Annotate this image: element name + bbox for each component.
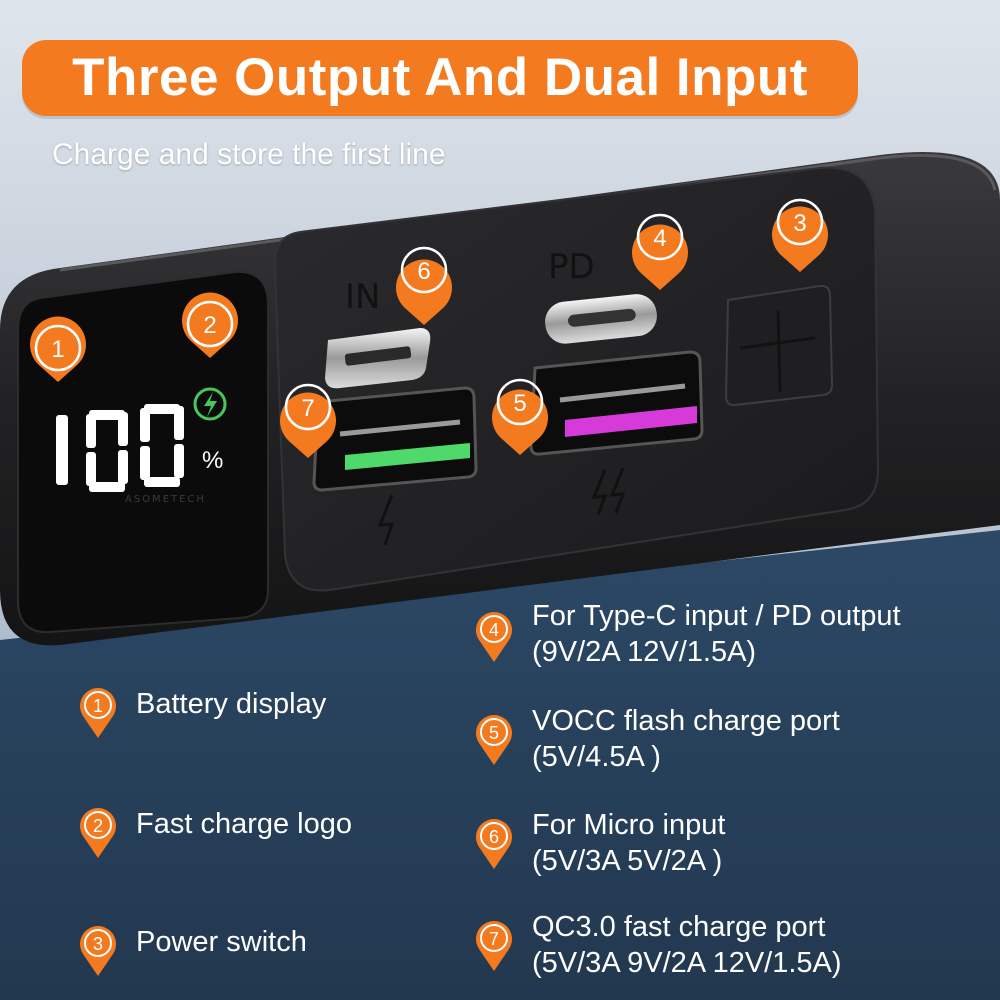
callout-pin-4 bbox=[632, 213, 688, 290]
callout-number-6: 6 bbox=[417, 258, 430, 285]
legend-pin-6-number: 6 bbox=[489, 827, 499, 847]
legend-pin-7-icon: 7 bbox=[476, 921, 512, 971]
usb-a-magenta-contacts bbox=[559, 383, 686, 403]
legend-label-7: QC3.0 fast charge port bbox=[532, 911, 826, 943]
legend-spec-6: (5V/3A 5V/2A ) bbox=[532, 845, 723, 877]
port-label-in: IN bbox=[345, 277, 380, 317]
callout-number-4: 4 bbox=[653, 225, 666, 252]
legend-label-4: For Type-C input / PD output bbox=[532, 600, 901, 632]
usb-a-green-tongue bbox=[345, 443, 470, 470]
callout-number-7: 7 bbox=[301, 395, 314, 422]
fast-charge-logo bbox=[193, 387, 227, 421]
device-top-highlight bbox=[59, 154, 997, 272]
display-reading-caption: 100 bbox=[56, 528, 75, 540]
legend-label-6: For Micro input bbox=[532, 809, 726, 841]
legend-pin-2-icon: 2 bbox=[80, 808, 116, 858]
legend-label-1: Battery display bbox=[136, 688, 327, 720]
legend-pin-5-icon: 5 bbox=[476, 715, 512, 765]
watermark-text: ASOMETECH bbox=[125, 494, 206, 505]
callout-pin-7 bbox=[280, 383, 336, 458]
legend-pin-3-number: 3 bbox=[93, 934, 103, 954]
lightning-engraving-1 bbox=[377, 494, 395, 546]
callout-pin-3 bbox=[772, 198, 828, 272]
title-banner: Three Output And Dual Input bbox=[22, 40, 858, 116]
type-c-slot bbox=[568, 308, 636, 327]
lightning-engraving-2 bbox=[591, 467, 626, 516]
legend-pin-2-number: 2 bbox=[93, 816, 103, 836]
legend-spec-7: (5V/3A 9V/2A 12V/1.5A) bbox=[532, 947, 842, 979]
callout-pin-5 bbox=[492, 378, 548, 455]
port-label-pd: PD bbox=[548, 247, 595, 287]
page-title: Three Output And Dual Input bbox=[72, 48, 808, 107]
micro-usb-slot bbox=[344, 346, 412, 366]
usb-a-green-contacts bbox=[339, 419, 461, 437]
callout-pin-6 bbox=[396, 246, 452, 325]
legend-pin-4-icon: 4 bbox=[476, 612, 512, 662]
legend-pin-3-icon: 3 bbox=[80, 926, 116, 976]
legend-pin-4-number: 4 bbox=[489, 620, 499, 640]
legend-spec-5: (5V/4.5A ) bbox=[532, 741, 661, 773]
callout-pin-1 bbox=[30, 316, 86, 382]
legend-label-2: Fast charge logo bbox=[136, 808, 353, 840]
usb-a-magenta-tongue bbox=[565, 406, 697, 437]
power-button-cross bbox=[739, 309, 816, 393]
legend-pin-5-number: 5 bbox=[489, 723, 499, 743]
legend-spec-4: (9V/2A 12V/1.5A) bbox=[532, 636, 757, 668]
legend-pin-1-icon: 1 bbox=[80, 688, 116, 738]
legend-label-5: VOCC flash charge port bbox=[532, 705, 840, 737]
battery-display-digits bbox=[56, 404, 184, 492]
callout-pin-2 bbox=[182, 292, 238, 358]
usb-a-magenta-port bbox=[529, 350, 704, 456]
callout-number-2: 2 bbox=[203, 312, 216, 339]
page-subtitle: Charge and store the first line bbox=[52, 138, 446, 171]
legend-pin-1-number: 1 bbox=[93, 696, 103, 716]
usb-a-green-port bbox=[312, 386, 478, 492]
callout-number-1: 1 bbox=[51, 336, 64, 363]
legend-pin-6-icon: 6 bbox=[476, 819, 512, 869]
callout-number-3: 3 bbox=[793, 210, 806, 237]
display-unit-text: % bbox=[202, 447, 223, 474]
legend-pin-7-number: 7 bbox=[489, 929, 499, 949]
legend-label-3: Power switch bbox=[136, 926, 307, 958]
callout-number-5: 5 bbox=[513, 390, 526, 417]
